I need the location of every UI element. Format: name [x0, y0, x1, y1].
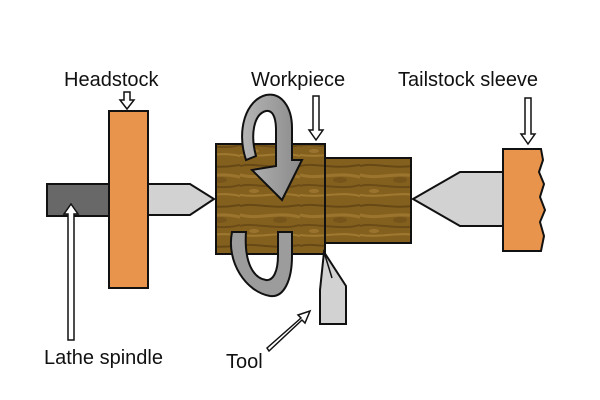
tool-pointer-arrow [266, 309, 312, 353]
cutting-tool [319, 249, 347, 325]
headstock-plate [108, 110, 149, 289]
tailstock-sleeve-label: Tailstock sleeve [398, 69, 539, 91]
lathe-spindle-label: Lathe spindle [44, 347, 163, 369]
tool-label: Tool [226, 351, 263, 373]
lathe-spindle [46, 183, 112, 217]
headstock-pointer-arrow [118, 91, 136, 111]
tailstock-pointer-arrow [519, 97, 537, 146]
rotation-arrow-upper [241, 93, 304, 202]
spindle-pointer-arrow [62, 202, 80, 341]
cutting-tool-edge [323, 251, 333, 279]
workpiece-pointer-arrow [307, 95, 325, 142]
tailstock-centre [410, 171, 504, 227]
tailstock-sleeve [502, 148, 547, 252]
workpiece-body [319, 157, 412, 244]
workpiece-label: Workpiece [251, 69, 346, 91]
headstock-label: Headstock [64, 69, 159, 91]
headstock-centre [145, 183, 216, 216]
rotation-arrow-lower [229, 231, 293, 298]
